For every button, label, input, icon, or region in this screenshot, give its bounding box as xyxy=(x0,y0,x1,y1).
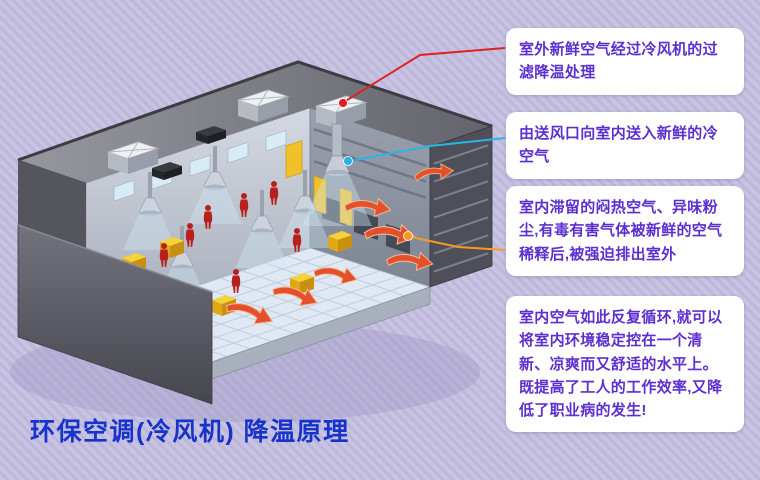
supply-air-duct xyxy=(302,123,372,226)
callout-text-4: 室内空气如此反复循环,就可以将室内环境稳定控在一个清新、凉爽而又舒适的水平上。既… xyxy=(519,309,723,419)
page-title: 环保空调(冷风机) 降温原理 xyxy=(30,418,350,446)
callout-connector-3 xyxy=(410,236,506,251)
callout-text-3: 室内滞留的闷热空气、异味粉尘,有毒有害气体被新鲜的空气稀释后,被强迫排出室外 xyxy=(519,199,723,263)
callout-box-3: 室内滞留的闷热空气、异味粉尘,有毒有害气体被新鲜的空气稀释后,被强迫排出室外 xyxy=(506,186,744,276)
callout-connector-2 xyxy=(349,137,506,162)
callout-box-2: 由送风口向室内送入新鲜的冷空气 xyxy=(506,112,744,179)
wall-door xyxy=(285,140,303,179)
connector-dot-2 xyxy=(343,156,353,166)
left-gable-wall xyxy=(18,160,86,253)
wall-top-edge xyxy=(17,224,213,293)
exterior-right-wall xyxy=(429,125,493,288)
callout-box-1: 室外新鲜空气经过冷风机的过滤降温处理 xyxy=(506,28,744,95)
callout-connector-1 xyxy=(343,47,506,103)
callout-text-2: 由送风口向室内送入新鲜的冷空气 xyxy=(519,125,718,166)
cool-air-cone xyxy=(302,174,372,226)
exterior-louvers xyxy=(433,144,489,273)
connector-dot-1 xyxy=(338,98,348,108)
connector-dot-3 xyxy=(403,231,413,241)
roof-ridge xyxy=(17,60,493,162)
callout-text-1: 室外新鲜空气经过冷风机的过滤降温处理 xyxy=(519,41,718,82)
callout-box-4: 室内空气如此反复循环,就可以将室内环境稳定控在一个清新、凉爽而又舒适的水平上。既… xyxy=(506,296,744,433)
callout-connectors xyxy=(338,47,506,251)
